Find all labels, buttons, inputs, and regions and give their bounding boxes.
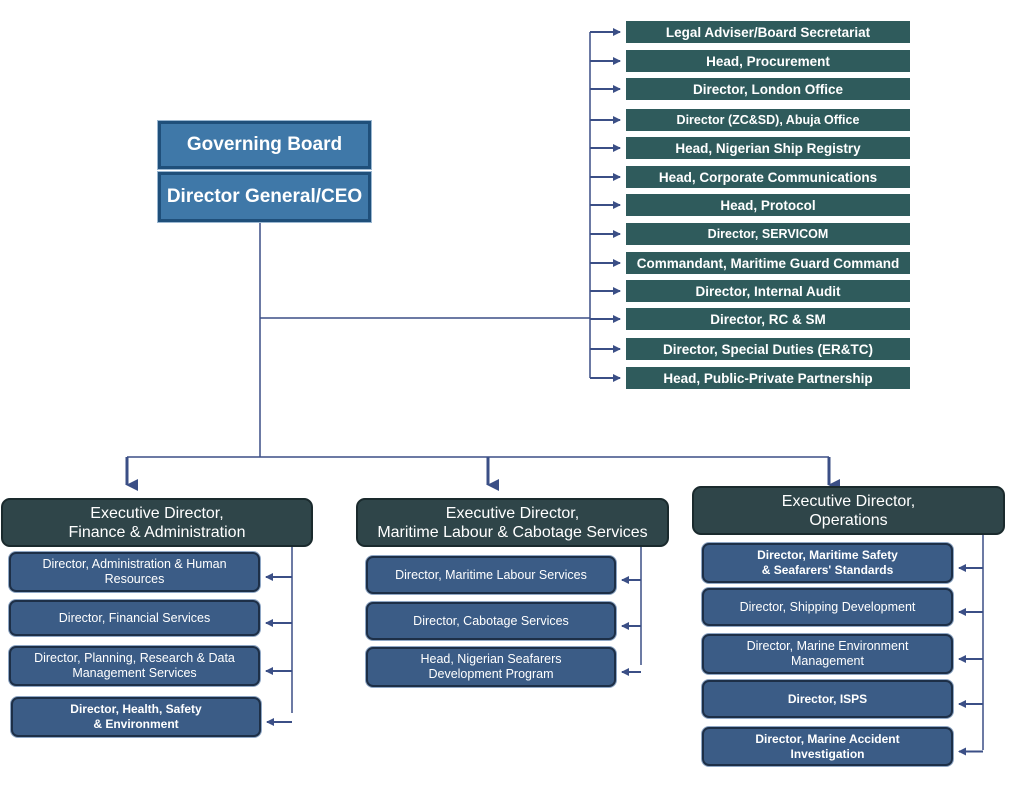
- exec-title-line1: Executive Director,: [781, 492, 916, 510]
- dept-label-line2: Management Services: [72, 666, 197, 680]
- dept-box: Director, Administration & Human Resourc…: [9, 552, 260, 592]
- dept-label-line1: Director, Marine Environment: [746, 639, 909, 653]
- side-unit-label: Head, Procurement: [706, 53, 830, 69]
- director-general-box: Director General/CEO: [158, 172, 371, 222]
- dept-label-line1: Director, ISPS: [787, 691, 868, 706]
- side-arrows: [590, 28, 621, 382]
- side-unit-box: Head, Protocol: [626, 194, 910, 216]
- dept-label-line1: Director, Cabotage Services: [413, 613, 569, 628]
- side-unit-box: Head, Procurement: [626, 50, 910, 72]
- dept-label-line1: Director, Health, Safety: [70, 702, 202, 716]
- dept-box: Director, Health, Safety & Environment: [11, 697, 261, 737]
- side-unit-box: Director (ZC&SD), Abuja Office: [626, 109, 910, 131]
- side-unit-box: Head, Public-Private Partnership: [626, 367, 910, 389]
- dept-label-line1: Director, Marine Accident: [755, 731, 900, 746]
- dept-box: Director, Shipping Development: [702, 588, 953, 626]
- side-unit-box: Legal Adviser/Board Secretariat: [626, 21, 910, 43]
- dept-arrows: [265, 564, 983, 756]
- dept-label-line2: & Environment: [93, 717, 179, 731]
- side-unit-label: Commandant, Maritime Guard Command: [636, 255, 900, 271]
- dept-box: Director, Marine Environment Management: [702, 634, 953, 674]
- dept-label-line1: Director, Maritime Labour Services: [395, 567, 587, 582]
- dept-label-line1: Director, Financial Services: [58, 610, 211, 625]
- dept-box: Director, Maritime Safety & Seafarers' S…: [702, 543, 953, 583]
- side-unit-label: Director, Special Duties (ER&TC): [662, 341, 874, 357]
- dept-box: Director, Financial Services: [9, 600, 260, 636]
- exec-maritime-labour-box: Executive Director, Maritime Labour & Ca…: [356, 498, 669, 547]
- governing-board-box: Governing Board: [158, 121, 371, 169]
- dept-box: Director, Cabotage Services: [366, 602, 616, 640]
- dept-label-line1: Head, Nigerian Seafarers: [420, 652, 562, 666]
- dept-label-line1: Director, Planning, Research & Data: [34, 651, 235, 665]
- dept-box: Director, ISPS: [702, 680, 953, 718]
- side-unit-box: Director, SERVICOM: [626, 223, 910, 245]
- side-unit-label: Head, Public-Private Partnership: [663, 370, 873, 386]
- dept-label-line1: Director, Shipping Development: [739, 599, 916, 614]
- side-unit-box: Commandant, Maritime Guard Command: [626, 252, 910, 274]
- side-unit-label: Director, SERVICOM: [707, 227, 829, 241]
- dept-label-line2: Development Program: [428, 667, 554, 681]
- dept-label-line1: Director, Administration & Human: [42, 557, 227, 571]
- exec-title-line2: Operations: [809, 511, 888, 529]
- side-unit-label: Director, London Office: [692, 81, 843, 97]
- side-unit-label: Legal Adviser/Board Secretariat: [665, 24, 871, 40]
- exec-operations-box: Executive Director, Operations: [692, 486, 1005, 535]
- side-unit-box: Director, RC & SM: [626, 308, 910, 330]
- side-unit-label: Head, Protocol: [720, 197, 816, 213]
- governing-board-label: Governing Board: [186, 134, 343, 155]
- dept-label-line2: & Seafarers' Standards: [761, 563, 894, 577]
- dept-box: Director, Maritime Labour Services: [366, 556, 616, 594]
- side-unit-box: Director, London Office: [626, 78, 910, 100]
- dept-label-line2: Resources: [104, 572, 165, 586]
- side-unit-box: Director, Special Duties (ER&TC): [626, 338, 910, 360]
- side-unit-box: Head, Corporate Communications: [626, 166, 910, 188]
- side-unit-label: Head, Corporate Communications: [658, 169, 878, 185]
- side-unit-label: Director, RC & SM: [710, 311, 826, 327]
- exec-title-line1: Executive Director,: [445, 504, 580, 522]
- exec-title-line2: Finance & Administration: [68, 523, 246, 541]
- side-unit-box: Head, Nigerian Ship Registry: [626, 137, 910, 159]
- side-unit-box: Director, Internal Audit: [626, 280, 910, 302]
- exec-title-line2: Maritime Labour & Cabotage Services: [377, 523, 648, 541]
- side-unit-label: Director, Internal Audit: [695, 283, 841, 299]
- dept-label-line2: Investigation: [790, 746, 865, 761]
- dept-label-line2: Management: [791, 654, 864, 668]
- exec-title-line1: Executive Director,: [90, 504, 224, 522]
- dept-label-line1: Director, Maritime Safety: [757, 548, 898, 562]
- side-unit-label: Head, Nigerian Ship Registry: [675, 140, 861, 156]
- director-general-label: Director General/CEO: [166, 186, 363, 207]
- side-unit-label: Director (ZC&SD), Abuja Office: [676, 113, 860, 127]
- dept-box: Director, Planning, Research & Data Mana…: [9, 646, 260, 686]
- dept-box: Director, Marine Accident Investigation: [702, 727, 953, 766]
- dept-box: Head, Nigerian Seafarers Development Pro…: [366, 647, 616, 687]
- exec-finance-admin-box: Executive Director, Finance & Administra…: [1, 498, 313, 547]
